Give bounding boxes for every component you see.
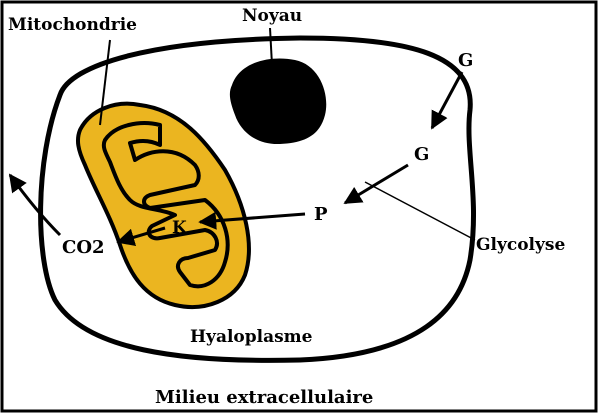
co2-label: CO2: [62, 237, 105, 258]
mitochondrie-leader: [99, 39, 111, 126]
arrow-k-to-co2: [116, 226, 166, 247]
glycolyse-label: Glycolyse: [476, 235, 565, 255]
noyau-label: Noyau: [242, 6, 302, 26]
arrow-g-entry: [430, 71, 464, 130]
pyruvate-label: P: [314, 204, 328, 225]
glucose-inside-label: G: [414, 144, 429, 165]
krebs-label: K: [172, 218, 188, 238]
hyaloplasme-label: Hyaloplasme: [190, 327, 313, 347]
glucose-outside-label: G: [458, 50, 473, 71]
mitochondria-inner-membrane: [101, 121, 230, 289]
milieu-label: Milieu extracellulaire: [155, 387, 373, 408]
arrow-co2-out: [8, 173, 62, 237]
mitochondrie-label: Mitochondrie: [8, 15, 137, 35]
arrow-p-to-k: [198, 211, 306, 230]
nucleus: [229, 58, 327, 145]
arrow-g-to-p: [343, 163, 409, 205]
glycolyse-leader: [364, 181, 476, 241]
noyau-leader: [269, 27, 273, 66]
